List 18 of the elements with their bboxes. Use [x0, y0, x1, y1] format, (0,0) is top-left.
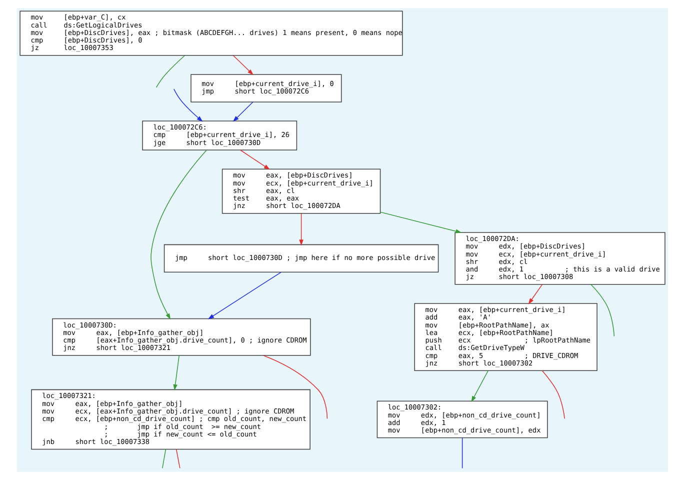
connector [156, 55, 186, 88]
connector [176, 448, 180, 469]
arrow [174, 88, 203, 122]
arrow [240, 150, 270, 170]
arrow [471, 370, 489, 402]
connector [263, 355, 328, 420]
arrow [150, 150, 207, 320]
connector [162, 448, 166, 469]
arrow [380, 212, 462, 234]
arrow [208, 272, 282, 320]
arrow [232, 55, 254, 76]
arrow [528, 284, 543, 304]
connector [590, 284, 615, 337]
connector [462, 437, 463, 469]
arrow [299, 213, 304, 246]
connector [542, 370, 565, 420]
arrow [173, 354, 180, 391]
arrow [232, 102, 254, 122]
